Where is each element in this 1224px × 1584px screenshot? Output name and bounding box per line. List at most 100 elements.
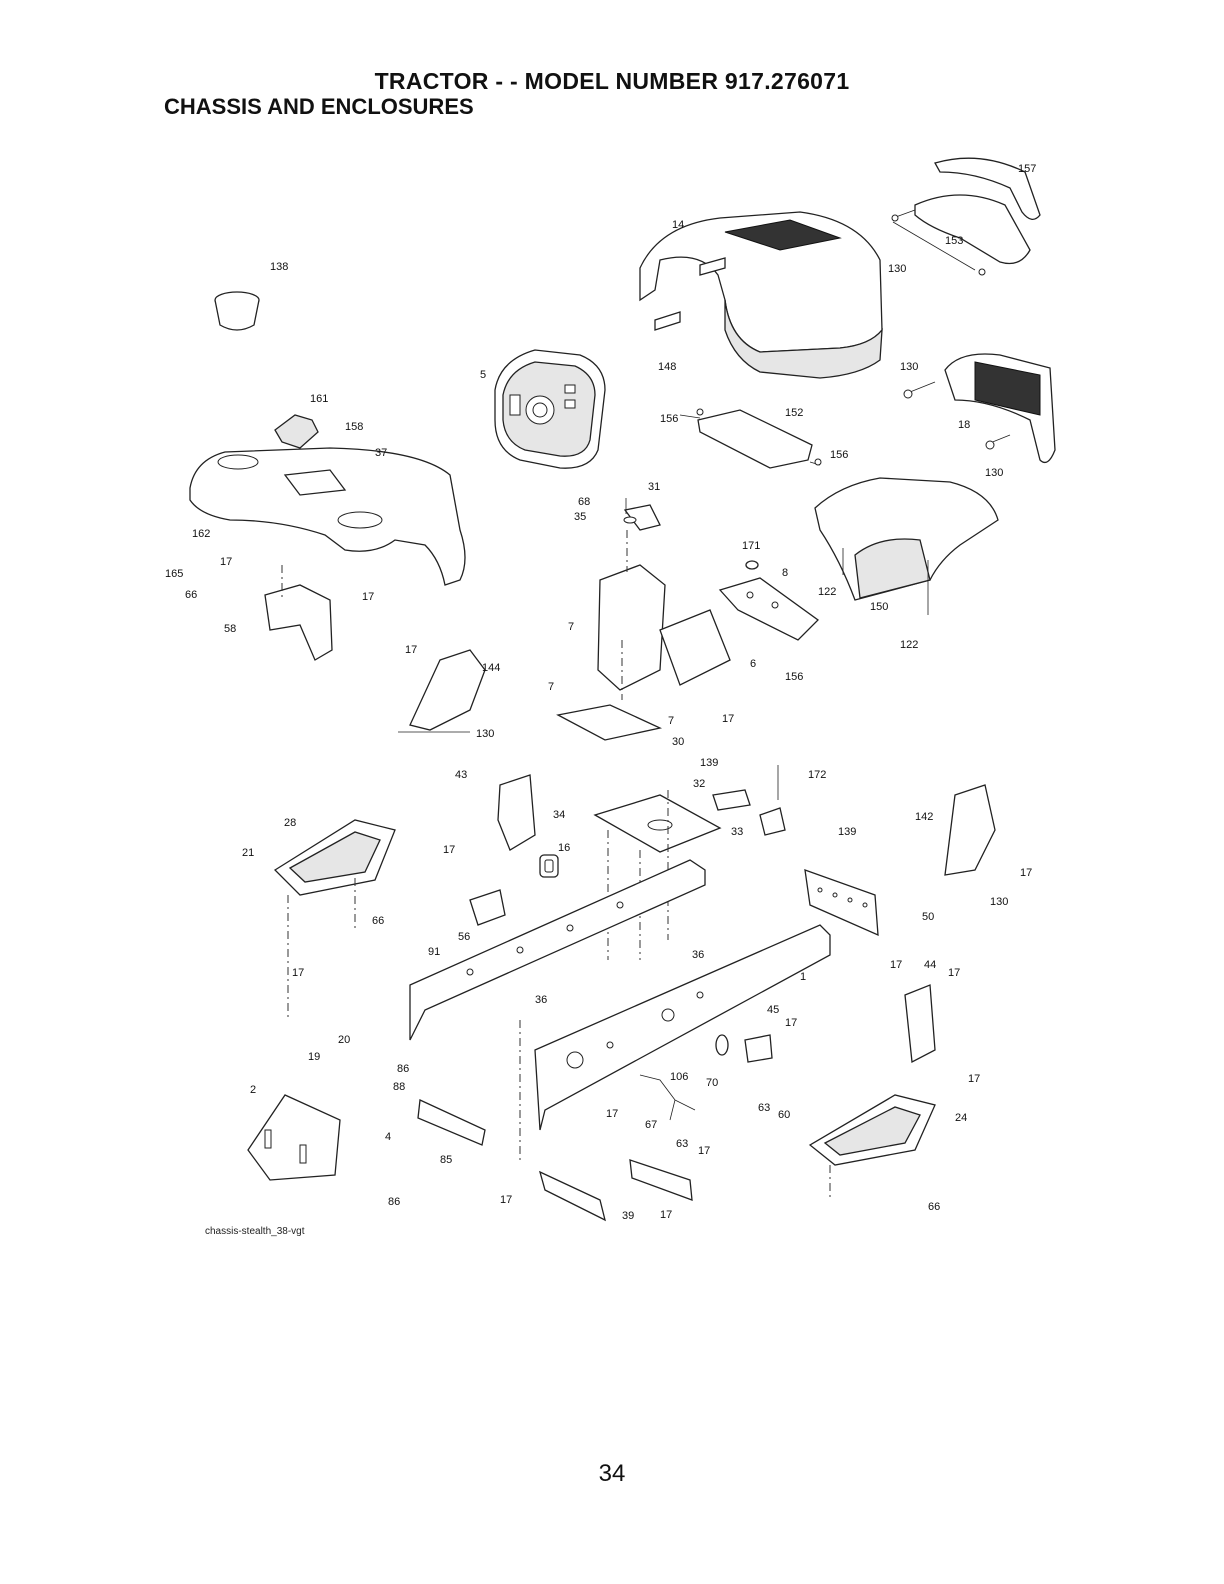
callout: 17 [660, 1209, 672, 1221]
part-16-grommet [539, 854, 559, 878]
callout: 156 [660, 413, 678, 425]
callout: 8 [782, 567, 788, 579]
callout: 24 [955, 1112, 967, 1124]
callout: 30 [672, 736, 684, 748]
callout: 156 [830, 449, 848, 461]
part-14-hood [639, 211, 883, 379]
part-30-plate [556, 704, 663, 741]
callout: 157 [1018, 163, 1036, 175]
part-18-front-grille [903, 353, 1056, 464]
part-37-fender [189, 447, 466, 586]
callout: 153 [945, 235, 963, 247]
callout: 39 [622, 1210, 634, 1222]
callout: 165 [165, 568, 183, 580]
callout: 63 [676, 1138, 688, 1150]
callout: 158 [345, 421, 363, 433]
callout: 70 [706, 1077, 718, 1089]
page-number: 34 [598, 1460, 626, 1487]
callout: 6 [750, 658, 756, 670]
callout: 19 [308, 1051, 320, 1063]
callout: 17 [292, 967, 304, 979]
callout: 18 [958, 419, 970, 431]
callout: 31 [648, 481, 660, 493]
part-56-bracket [469, 889, 506, 926]
part-45-hitch [715, 1034, 773, 1063]
callout: 66 [372, 915, 384, 927]
part-50-bracket [804, 869, 879, 937]
part-1-frame-rail [534, 924, 831, 1131]
callout: 66 [185, 589, 197, 601]
part-5-dash-panel [494, 349, 606, 469]
callout: 88 [393, 1081, 405, 1093]
part-28-footrest [273, 819, 396, 1020]
callout: 50 [922, 911, 934, 923]
callout: 33 [731, 826, 743, 838]
callout: 85 [440, 1154, 452, 1166]
callout: 172 [808, 769, 826, 781]
callout: 2 [250, 1084, 256, 1096]
callout: 130 [900, 361, 918, 373]
callout: 1 [800, 971, 806, 983]
part-150-bumper-shroud [814, 477, 999, 615]
callout: 162 [192, 528, 210, 540]
part-43-bracket [497, 774, 536, 851]
callout: 142 [915, 811, 933, 823]
callout: 86 [397, 1063, 409, 1075]
part-157-trim [934, 157, 1041, 220]
part-91-frame-rail [409, 859, 706, 1041]
callout: 17 [606, 1108, 618, 1120]
callout: 14 [672, 219, 684, 231]
callout: 32 [693, 778, 705, 790]
callout: 130 [990, 896, 1008, 908]
callout: 17 [948, 967, 960, 979]
part-142-brace [944, 784, 996, 876]
part-39-bracket [538, 1159, 693, 1222]
callout: 43 [455, 769, 467, 781]
callout: 122 [900, 639, 918, 651]
callout: 86 [388, 1196, 400, 1208]
callout: 35 [574, 511, 586, 523]
callout: 36 [692, 949, 704, 961]
callout: 67 [645, 1119, 657, 1131]
drawing-id: chassis-stealth_38-vgt [205, 1226, 305, 1237]
callout: 7 [548, 681, 554, 693]
callout: 17 [362, 591, 374, 603]
callout: 17 [220, 556, 232, 568]
part-138-cup-holder [214, 291, 260, 331]
callout: 130 [888, 263, 906, 275]
callout: 44 [924, 959, 936, 971]
callout: 17 [1020, 867, 1032, 879]
callout: 156 [785, 671, 803, 683]
callout: 106 [670, 1071, 688, 1083]
callout: 150 [870, 601, 888, 613]
part-85-bar [417, 1020, 521, 1160]
page-title: TRACTOR - - MODEL NUMBER 917.276071 [374, 68, 850, 94]
callout: 21 [242, 847, 254, 859]
part-152-cover [679, 408, 822, 469]
part-33-pivot [712, 765, 786, 836]
callout: 130 [476, 728, 494, 740]
part-31-bracket [623, 498, 661, 531]
callout: 17 [722, 713, 734, 725]
callout: 144 [482, 662, 500, 674]
callout: 68 [578, 496, 590, 508]
part-8-seat-pan [718, 560, 819, 641]
callout: 17 [968, 1073, 980, 1085]
callout: 138 [270, 261, 288, 273]
callout: 17 [890, 959, 902, 971]
part-44-bracket [904, 984, 936, 1064]
callout: 56 [458, 931, 470, 943]
part-24-footrest [808, 1094, 936, 1200]
callout: 58 [224, 623, 236, 635]
callout: 63 [758, 1102, 770, 1114]
callout: 17 [443, 844, 455, 856]
callout: 171 [742, 540, 760, 552]
callout: 17 [500, 1194, 512, 1206]
callout: 139 [838, 826, 856, 838]
callout: 17 [405, 644, 417, 656]
callout: 17 [698, 1145, 710, 1157]
callout: 17 [785, 1017, 797, 1029]
callout: 60 [778, 1109, 790, 1121]
callout: 66 [928, 1201, 940, 1213]
